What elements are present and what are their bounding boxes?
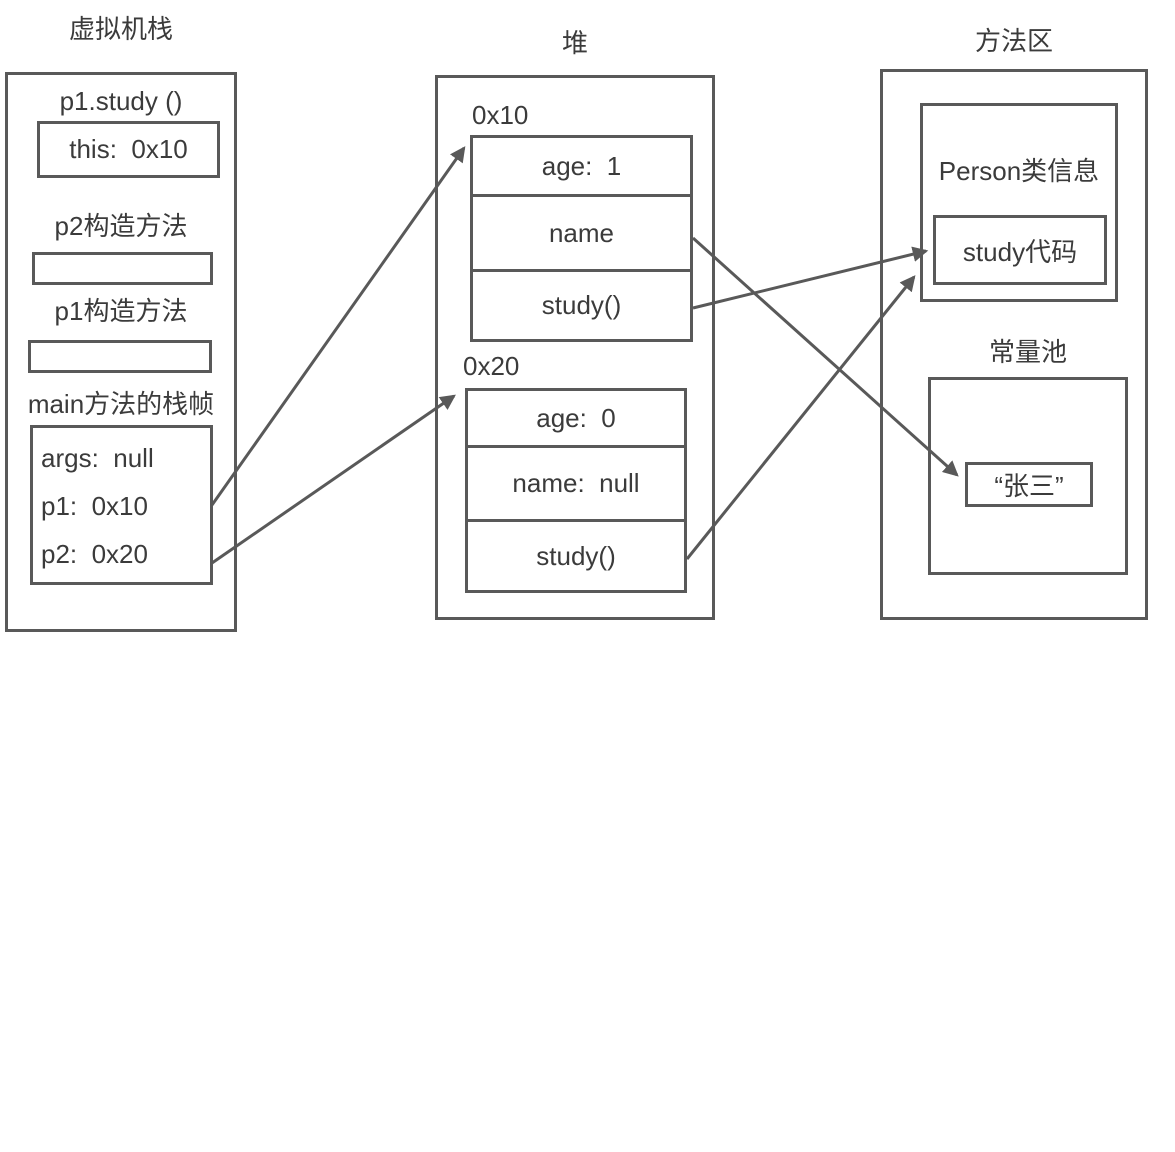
- person-class-box: [920, 103, 1118, 302]
- var-p1: p1: 0x10: [41, 491, 148, 521]
- person-class-label: Person类信息: [938, 156, 1100, 186]
- arrow-p2-to-object-0x20: [211, 394, 456, 565]
- var-p2: p2: 0x20: [41, 539, 148, 569]
- study-code-box: study代码: [933, 215, 1107, 285]
- this-slot-value: this: 0x10: [69, 134, 188, 164]
- p1-constructor-frame-box: [28, 340, 212, 373]
- main-frame-label: main方法的栈帧: [27, 389, 215, 419]
- object2-table: age: 0 name: null study(): [465, 388, 687, 593]
- main-frame-vars: args: null p1: 0x10 p2: 0x20: [33, 428, 210, 582]
- object2-address-label: 0x20: [463, 351, 520, 381]
- p2-constructor-frame-box: [32, 252, 213, 285]
- arrow-p1-to-object-0x10: [210, 146, 466, 506]
- var-args: args: null: [41, 443, 154, 473]
- p1-constructor-label: p1构造方法: [54, 296, 188, 326]
- object1-field-age: age: 1: [473, 138, 690, 197]
- call-frame-label: p1.study (): [59, 86, 183, 116]
- object1-field-name: name: [473, 197, 690, 272]
- object1-table: age: 1 name study(): [470, 135, 693, 342]
- object1-address-label: 0x10: [472, 100, 529, 130]
- stack-title: 虚拟机栈: [68, 14, 173, 44]
- method-area-title: 方法区: [974, 26, 1053, 56]
- study-code-label: study代码: [962, 236, 1078, 267]
- constant-pool-label: 常量池: [988, 337, 1067, 367]
- string-literal-value: “张三”: [994, 471, 1064, 501]
- p2-constructor-label: p2构造方法: [54, 211, 188, 241]
- heap-title: 堆: [561, 28, 588, 58]
- object2-field-study: study(): [536, 540, 616, 571]
- object1-field-study: study(): [541, 290, 622, 320]
- object2-field-name: name: null: [468, 448, 684, 522]
- object2-field-age: age: 0: [468, 391, 684, 448]
- string-literal-box: “张三”: [965, 462, 1093, 507]
- this-slot-box: this: 0x10: [37, 121, 220, 178]
